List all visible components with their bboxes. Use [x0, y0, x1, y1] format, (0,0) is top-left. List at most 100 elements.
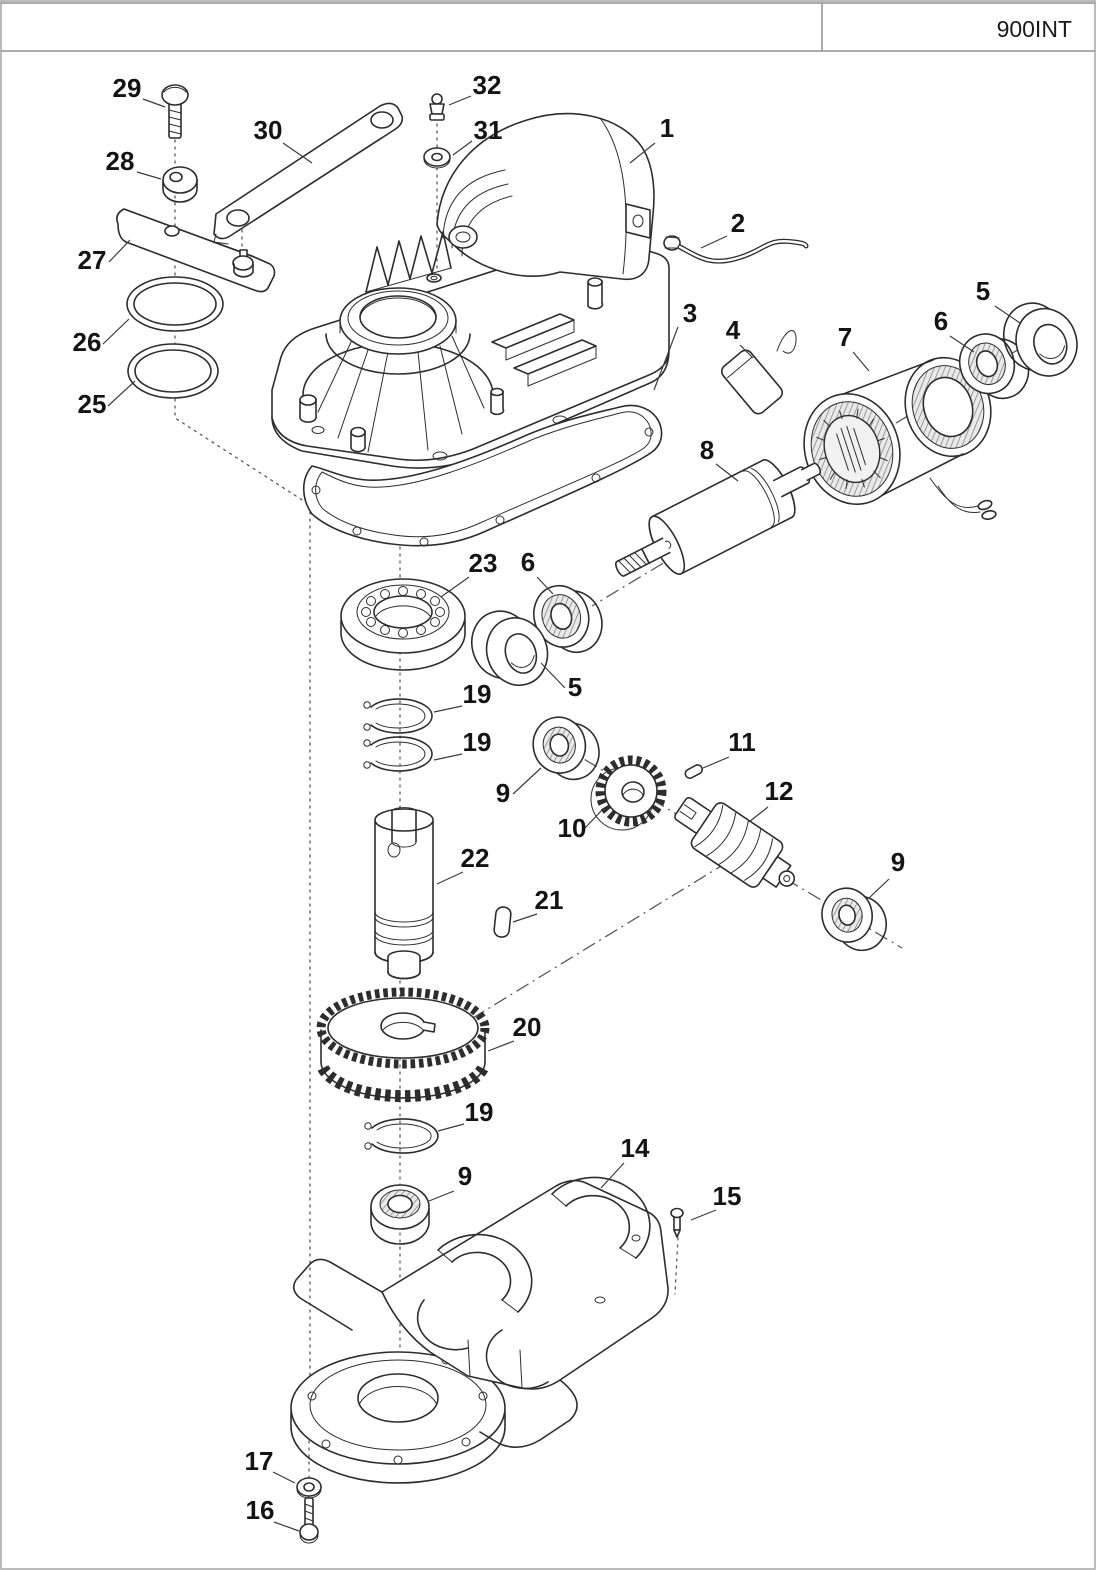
- grease-nipple-32: [429, 93, 445, 121]
- svg-text:25: 25: [78, 389, 107, 419]
- o-ring-26: [126, 276, 224, 332]
- bushing-28: [162, 166, 198, 203]
- callout-17: 17: [245, 1446, 296, 1484]
- svg-text:6: 6: [934, 306, 948, 336]
- cable-2: [663, 235, 809, 264]
- callout-10: 10: [558, 808, 604, 843]
- callout-29: 29: [113, 73, 166, 108]
- svg-text:11: 11: [728, 727, 756, 757]
- svg-text:19: 19: [465, 1097, 494, 1127]
- callout-19-c: 19: [437, 1097, 494, 1132]
- svg-text:20: 20: [513, 1012, 542, 1042]
- svg-text:27: 27: [78, 245, 107, 275]
- bearing-9-c: [370, 1184, 430, 1245]
- rotor-8: [615, 459, 822, 577]
- svg-text:26: 26: [73, 327, 102, 357]
- output-gear-20: [316, 987, 490, 1103]
- pinion-gear-10: [590, 755, 667, 831]
- callout-19-b: 19: [433, 727, 492, 761]
- base-housing-14: [290, 1176, 669, 1484]
- key-21: [493, 906, 512, 938]
- svg-text:14: 14: [621, 1133, 650, 1163]
- release-bracket-30: [213, 102, 404, 245]
- worm-gear-12: [674, 796, 796, 888]
- svg-text:9: 9: [891, 847, 905, 877]
- svg-text:28: 28: [106, 146, 135, 176]
- svg-text:16: 16: [246, 1495, 275, 1525]
- callout-7: 7: [838, 322, 870, 372]
- callout-25: 25: [78, 380, 136, 419]
- screw-15: [670, 1207, 684, 1238]
- gasket-3: [302, 404, 663, 547]
- callout-14: 14: [600, 1133, 650, 1189]
- output-shaft-22: [374, 807, 434, 980]
- svg-text:12: 12: [765, 776, 794, 806]
- svg-text:1: 1: [660, 113, 674, 143]
- svg-text:5: 5: [976, 276, 990, 306]
- svg-text:22: 22: [461, 843, 490, 873]
- callout-22: 22: [436, 843, 490, 885]
- svg-text:31: 31: [474, 115, 503, 145]
- callout-9-b: 9: [868, 847, 905, 899]
- callout-30: 30: [254, 115, 313, 164]
- key-11: [684, 764, 704, 779]
- svg-text:10: 10: [558, 813, 587, 843]
- callout-26: 26: [73, 318, 130, 357]
- svg-text:30: 30: [254, 115, 283, 145]
- washer-31: [423, 147, 451, 169]
- callout-6-mid: 6: [521, 547, 554, 595]
- o-ring-25: [127, 343, 219, 399]
- svg-text:29: 29: [113, 73, 142, 103]
- screw-29: [161, 84, 189, 139]
- bearing-boss: [302, 287, 494, 453]
- svg-text:2: 2: [731, 208, 745, 238]
- callout-3: 3: [653, 298, 697, 391]
- circlip-19-b: [363, 736, 433, 772]
- callout-8: 8: [700, 435, 739, 482]
- bearing-9-a: [532, 716, 600, 781]
- callout-32: 32: [448, 70, 501, 106]
- callout-15: 15: [690, 1181, 742, 1221]
- svg-text:17: 17: [245, 1446, 274, 1476]
- cover-details: [299, 273, 604, 461]
- callout-21: 21: [512, 885, 563, 923]
- svg-text:4: 4: [726, 315, 741, 345]
- callout-19-a: 19: [433, 679, 492, 713]
- callout-2: 2: [700, 208, 745, 249]
- callout-5-mid: 5: [540, 662, 582, 702]
- callout-23: 23: [440, 548, 497, 598]
- svg-text:6: 6: [521, 547, 535, 577]
- callout-28: 28: [106, 146, 162, 180]
- seal-5-top: [1003, 302, 1078, 377]
- svg-text:3: 3: [683, 298, 697, 328]
- seal-5-mid: [471, 610, 549, 687]
- svg-text:9: 9: [458, 1161, 472, 1191]
- callout-20: 20: [487, 1012, 542, 1052]
- bearing-23: [340, 578, 466, 671]
- motor-housing-1: [436, 112, 655, 281]
- callout-4: 4: [726, 315, 754, 359]
- callout-11: 11: [702, 727, 756, 769]
- circlip-19-c: [364, 1118, 439, 1154]
- callout-27: 27: [78, 239, 131, 275]
- callout-16: 16: [246, 1495, 300, 1532]
- callout-5-top: 5: [976, 276, 1021, 324]
- svg-text:8: 8: [700, 435, 714, 465]
- svg-text:19: 19: [463, 727, 492, 757]
- capacitor-4: [720, 330, 797, 415]
- circlip-19-a: [363, 698, 433, 734]
- callout-12: 12: [748, 776, 794, 823]
- callout-6-top: 6: [934, 306, 975, 353]
- callouts: 29 30 28 27 26 25 32 31 1 2 3 4 7 6 5 8 …: [73, 70, 1021, 1532]
- callout-9-a: 9: [496, 767, 542, 808]
- plate-bracket-27: [116, 208, 276, 293]
- svg-text:15: 15: [713, 1181, 742, 1211]
- svg-text:9: 9: [496, 778, 510, 808]
- washer-17: [296, 1477, 322, 1499]
- callout-31: 31: [452, 115, 503, 156]
- svg-text:7: 7: [838, 322, 852, 352]
- svg-text:19: 19: [463, 679, 492, 709]
- screw-16: [299, 1497, 319, 1544]
